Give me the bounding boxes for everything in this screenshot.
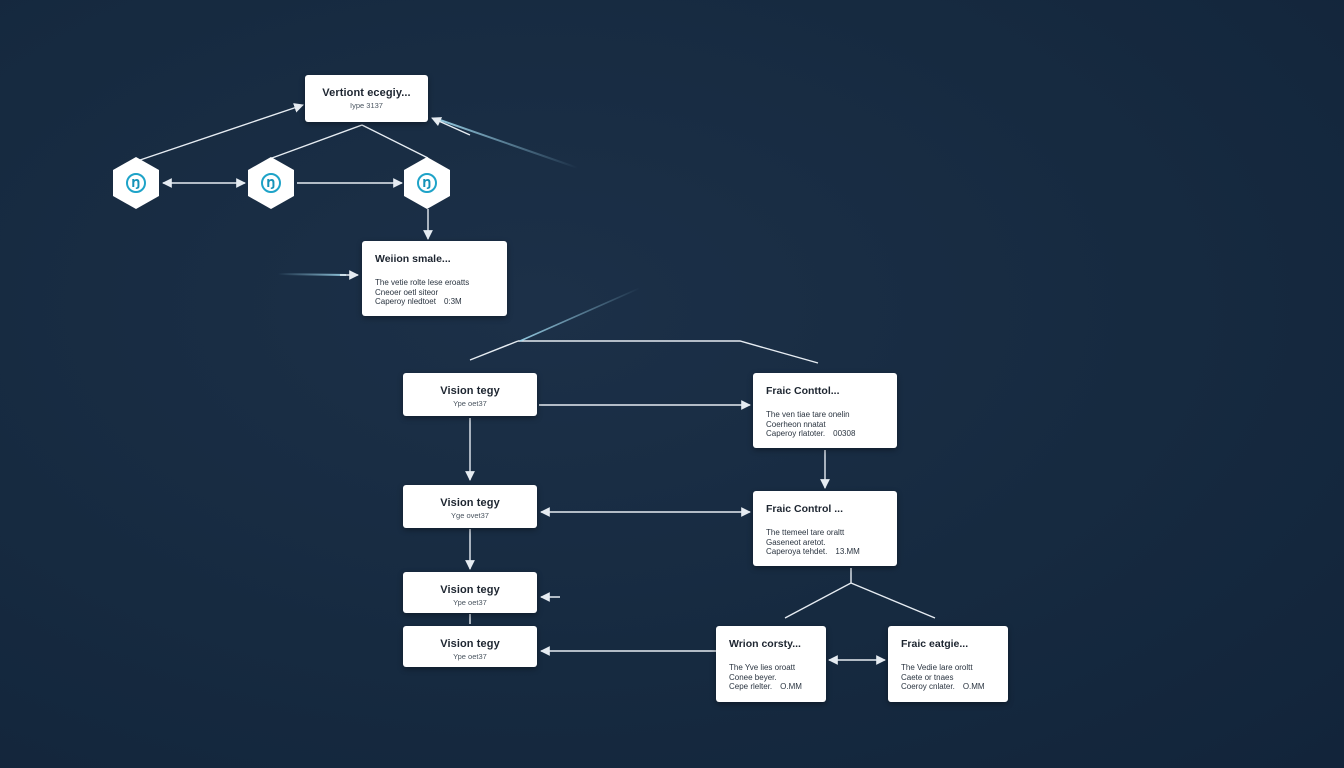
node-line-text: Caete or tnaes — [901, 672, 954, 682]
node-line-text: Coeroy cnlater. — [901, 682, 955, 691]
node-title: Weiion smale... — [375, 253, 451, 265]
node-line-text: Caperoy rlatoter. — [766, 429, 826, 438]
hex-glyph: Ŋ — [266, 176, 276, 190]
node-line: Caete or tnaes — [901, 673, 996, 683]
node-subtitle: Ype oet37 — [453, 652, 487, 661]
node-line-text: The vetie rolte lese eroatts — [375, 278, 470, 287]
node-line: Caperoya tehdet. 13.MM — [766, 547, 885, 557]
node-line: Coeroy cnlater. O.MM — [901, 682, 996, 692]
edge-n6-fork — [784, 568, 936, 619]
edge-hex1-n1 — [139, 103, 304, 161]
node-line: Conee beyer. — [729, 673, 814, 683]
node-title: Wrion corsty... — [729, 638, 801, 650]
node-n7[interactable]: Vision tegy Ype oet37 — [403, 572, 537, 613]
hex-glyph: Ŋ — [422, 176, 432, 190]
node-n10[interactable]: Fraic eatgie... The Vedie lare oroltt Ca… — [888, 626, 1008, 702]
node-n8[interactable]: Vision tegy Ype oet37 — [403, 626, 537, 667]
node-line-text: Gaseneot aretot. — [766, 537, 826, 547]
node-n1[interactable]: Vertiont ecegiy... Iype 3137 — [305, 75, 428, 122]
node-subtitle: Yge ovet37 — [451, 511, 489, 520]
node-line-text: The ttemeel tare oraltt — [766, 528, 845, 537]
node-line-value: O.MM — [780, 682, 802, 691]
node-line-text: The Vedie lare oroltt — [901, 663, 973, 672]
node-n3[interactable]: Vision tegy Ype oet37 — [403, 373, 537, 416]
hex-node-icon: Ŋ — [261, 173, 281, 193]
node-line: The ttemeel tare oraltt — [766, 528, 885, 538]
node-n9[interactable]: Wrion corsty... The Yve lies oroatt Cone… — [716, 626, 826, 702]
edge-n1-fork — [271, 124, 429, 159]
node-line: The Vedie lare oroltt — [901, 663, 996, 673]
node-title: Vision tegy — [440, 638, 500, 650]
node-line-value: 00308 — [833, 429, 856, 438]
node-subtitle: Ype oet37 — [453, 399, 487, 408]
node-title: Vertiont ecegiy... — [322, 87, 411, 99]
node-line: The Yve lies oroatt — [729, 663, 814, 673]
node-line: Caperoy nledtoet 0:3M — [375, 297, 495, 307]
glow-streak-1 — [439, 119, 579, 169]
node-line-value: O.MM — [962, 682, 985, 691]
node-subtitle: Ype oet37 — [453, 598, 487, 607]
node-line-value: 13.MM — [835, 547, 860, 556]
glow-streak-2 — [277, 273, 347, 276]
node-title: Vision tegy — [440, 497, 500, 509]
node-line-text: Conee beyer. — [729, 672, 777, 682]
node-line: Gaseneot aretot. — [766, 538, 885, 548]
hex-node-icon: Ŋ — [417, 173, 437, 193]
node-title: Fraic Control ... — [766, 503, 844, 515]
node-line: The vetie rolte lese eroatts — [375, 278, 495, 288]
node-line-text: Cneoer oetl siteor — [375, 287, 439, 297]
node-title: Vision tegy — [440, 385, 500, 397]
hex-node-1[interactable]: Ŋ — [113, 157, 159, 209]
node-line-text: Coerheon nnatat — [766, 419, 826, 429]
node-line: Caperoy rlatoter. 00308 — [766, 429, 885, 439]
glow-streak-3 — [519, 287, 641, 342]
edge-glow1-arrow — [431, 117, 471, 136]
node-title: Fraic eatgie... — [901, 638, 969, 650]
node-line: The ven tiae tare onelin — [766, 410, 885, 420]
hex-glyph: Ŋ — [131, 176, 141, 190]
node-line: Cepe rlelter. O.MM — [729, 682, 814, 692]
node-n2[interactable]: Weiion smale... The vetie rolte lese ero… — [362, 241, 507, 316]
node-title: Vision tegy — [440, 584, 500, 596]
node-line-text: The ven tiae tare onelin — [766, 410, 850, 419]
node-line-text: Cepe rlelter. — [729, 682, 773, 691]
edge-mid-fork — [469, 340, 819, 364]
node-n5[interactable]: Vision tegy Yge ovet37 — [403, 485, 537, 528]
node-subtitle: Iype 3137 — [350, 101, 383, 110]
node-line-value: 0:3M — [443, 297, 462, 306]
node-n6[interactable]: Fraic Control ... The ttemeel tare oralt… — [753, 491, 897, 566]
node-line-text: The Yve lies oroatt — [729, 663, 796, 672]
node-n4[interactable]: Fraic Conttol... The ven tiae tare oneli… — [753, 373, 897, 448]
node-line: Cneoer oetl siteor — [375, 288, 495, 298]
hex-node-icon: Ŋ — [126, 173, 146, 193]
node-line-text: Caperoy nledtoet — [375, 297, 436, 306]
node-title: Fraic Conttol... — [766, 385, 840, 397]
node-line: Coerheon nnatat — [766, 420, 885, 430]
node-line-text: Caperoya tehdet. — [766, 547, 828, 556]
